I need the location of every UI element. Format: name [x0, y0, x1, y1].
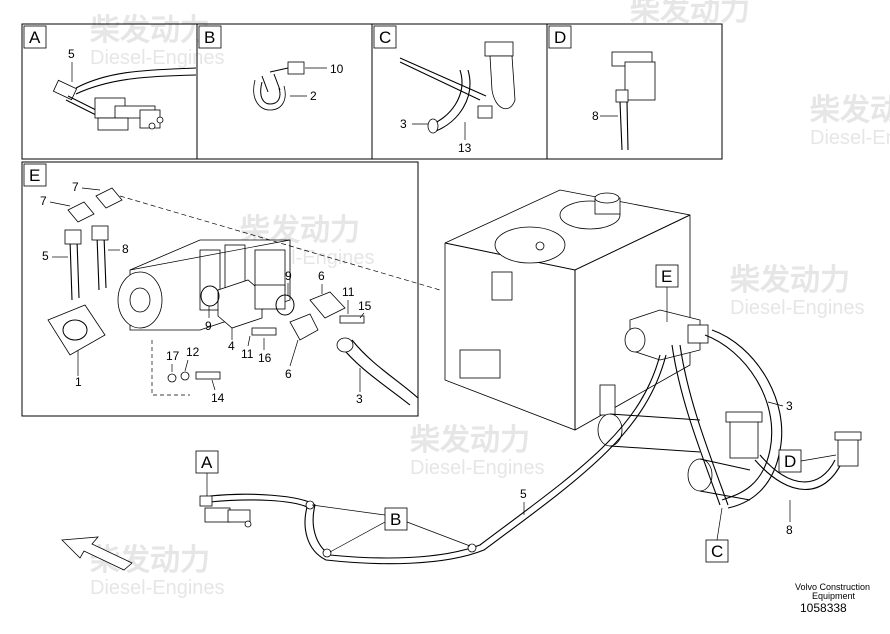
callout-7: 7: [72, 180, 79, 194]
panel-e-letter: E: [29, 166, 40, 185]
hose-clamp: [253, 79, 286, 111]
footer-sub: Equipment: [812, 591, 856, 601]
view-label-b: [384, 507, 408, 531]
callout-5: 5: [68, 47, 75, 61]
callout-5: 5: [520, 487, 527, 501]
watermark-sub: Diesel-Engines: [730, 297, 865, 319]
clamp-bolt: [287, 61, 305, 75]
panel-b-letter: B: [204, 28, 215, 47]
svg-text:E: E: [661, 267, 672, 286]
drawing-number: 1058338: [800, 601, 847, 615]
callout-5: 5: [42, 249, 49, 263]
watermark-sub: Diesel-Engines: [810, 127, 890, 149]
callout-6: 6: [285, 367, 292, 381]
o-ring: [275, 294, 295, 316]
panel-c-letter: C: [379, 28, 391, 47]
hydraulic-tank-assembly: [199, 189, 862, 565]
detail-panel-e: E: [21, 161, 441, 417]
bolt: [339, 315, 365, 324]
detail-panel-a: A 5: [21, 23, 198, 160]
detail-panel-b: B 10 2: [196, 23, 373, 160]
drain-valve: [204, 507, 231, 523]
callout-8: 8: [592, 109, 599, 123]
callout-11: 11: [241, 347, 254, 361]
svg-text:A: A: [201, 453, 213, 472]
callout-4: 4: [228, 339, 235, 353]
bolt: [195, 371, 221, 380]
panel-a-label-box: [23, 25, 47, 49]
elbow-fitting: [95, 187, 123, 209]
footer: Volvo Construction Equipment 1058338: [795, 582, 870, 615]
tank-cover: [494, 226, 566, 264]
suction-hose: [704, 334, 773, 501]
footer-brand: Volvo Construction: [795, 582, 870, 592]
panel-d-label-box: [548, 25, 572, 49]
main-callouts: E A B C D 3 5 8: [195, 264, 837, 563]
callout-15: 15: [358, 299, 372, 313]
callout-13: 13: [458, 141, 472, 155]
elbow-fitting: [67, 201, 95, 223]
detail-panel-d: D 8: [546, 23, 723, 160]
hose-end: [427, 118, 439, 134]
bolt: [251, 327, 277, 336]
callout-10: 10: [330, 62, 344, 76]
svg-text:B: B: [390, 510, 401, 529]
split-clamp: [289, 313, 319, 341]
o-ring: [200, 285, 220, 307]
panel-a-letter: A: [29, 28, 41, 47]
watermark-brand: 柴发动力: [410, 424, 530, 457]
watermark-brand: 柴发动力: [630, 0, 750, 27]
svg-text:C: C: [711, 542, 723, 561]
watermark-brand: 柴发动力: [90, 14, 210, 47]
watermark-brand: 柴发动力: [810, 94, 890, 127]
svg-text:D: D: [784, 452, 796, 471]
elbow-fitting: [52, 79, 78, 101]
callout-8: 8: [122, 242, 129, 256]
panel-b-label-box: [198, 25, 222, 49]
callout-7: 7: [40, 194, 47, 208]
return-filter: [729, 417, 759, 459]
callout-9: 9: [205, 319, 212, 333]
hydraulic-tank: [444, 189, 691, 431]
callout-3: 3: [400, 117, 407, 131]
filter-d: [837, 437, 859, 467]
watermark-sub: Diesel-Engines: [410, 457, 545, 479]
callout-3: 3: [786, 399, 793, 413]
panel-c-label-box: [373, 25, 397, 49]
callout-1: 1: [75, 375, 82, 389]
watermark-brand: 柴发动力: [730, 264, 850, 297]
callout-9: 9: [285, 269, 292, 283]
watermark-sub: Diesel-Engines: [90, 47, 225, 69]
callout-11: 11: [342, 285, 355, 299]
drain-hose: [209, 354, 661, 559]
suction-flange: [217, 279, 263, 329]
callout-8: 8: [786, 523, 793, 537]
callout-16: 16: [258, 351, 272, 365]
pump-gasket: [47, 304, 106, 356]
callout-2: 2: [310, 89, 317, 103]
panel-d-letter: D: [554, 28, 566, 47]
callout-12: 12: [186, 345, 200, 359]
tank-breather: [484, 41, 514, 57]
callout-17: 17: [166, 349, 180, 363]
callout-3: 3: [356, 392, 363, 406]
callout-6: 6: [318, 269, 325, 283]
callout-14: 14: [211, 391, 225, 405]
arrow-up-left-icon: [61, 536, 133, 571]
detail-panel-c: C 3 13: [371, 23, 548, 160]
panel-e-label-box: [23, 163, 47, 187]
split-clamp: [309, 291, 346, 319]
watermark-sub: Diesel-Engines: [90, 577, 225, 599]
